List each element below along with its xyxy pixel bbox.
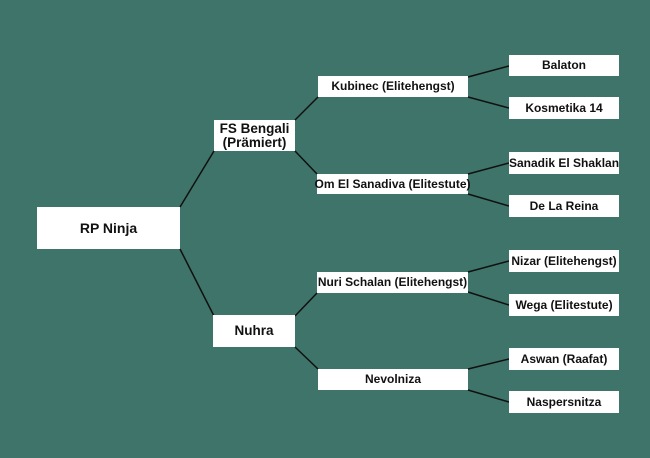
sd-sire-name: Sanadik El Shaklan: [508, 155, 620, 170]
ss-sire-box: Balaton: [509, 55, 619, 76]
ss-dam-name: Kosmetika 14: [525, 100, 603, 115]
dam-sire-name: Nuri Schalan (Elitehengst): [317, 275, 468, 289]
dam-sire-box: Nuri Schalan (Elitehengst): [317, 272, 468, 293]
connector-line: [467, 96, 510, 109]
connector-line: [467, 65, 510, 78]
ss-dam-box: Kosmetika 14: [509, 97, 619, 119]
connector-line: [294, 96, 319, 121]
subject-name: RP Ninja: [79, 219, 138, 236]
sd-dam-name: De La Reina: [529, 198, 599, 213]
dd-dam-name: Naspersnitza: [526, 394, 602, 409]
ds-sire-box: Nizar (Elitehengst): [509, 250, 619, 272]
dam-box: Nuhra: [213, 315, 295, 347]
dam-name: Nuhra: [234, 323, 274, 338]
sire-note: (Prämiert): [222, 134, 287, 150]
dd-dam-box: Naspersnitza: [509, 391, 619, 413]
ds-dam-box: Wega (Elitestute): [509, 294, 619, 316]
dam-dam-name: Nevolniza: [364, 372, 421, 386]
connector-line: [467, 260, 510, 273]
connector-line: [294, 292, 318, 317]
ds-dam-name: Wega (Elitestute): [515, 297, 613, 312]
connector-line: [294, 150, 318, 175]
sd-sire-box: Sanadik El Shaklan: [509, 152, 619, 174]
sire-sire-name: Kubinec (Elitehengst): [331, 79, 455, 93]
subject-box: RP Ninja: [37, 207, 180, 249]
connector-line: [467, 193, 510, 207]
ss-sire-name: Balaton: [541, 58, 586, 72]
connector-line: [467, 162, 510, 175]
sd-dam-box: De La Reina: [509, 195, 619, 217]
connector-line: [467, 358, 510, 370]
sire-dam-box: Om El Sanadiva (Elitestute): [314, 174, 471, 194]
sire-box: FS Bengali (Prämiert): [214, 120, 295, 151]
dd-sire-box: Aswan (Raafat): [509, 348, 619, 370]
connector-line: [467, 291, 510, 306]
sire-sire-box: Kubinec (Elitehengst): [318, 76, 468, 97]
dam-dam-box: Nevolniza: [318, 369, 468, 390]
connector-line: [179, 248, 215, 317]
sire-dam-name: Om El Sanadiva (Elitestute): [314, 176, 471, 191]
connector-line: [467, 389, 510, 403]
sire-name: FS Bengali: [219, 120, 290, 136]
ds-sire-name: Nizar (Elitehengst): [511, 253, 617, 268]
connector-line: [294, 346, 319, 370]
connector-line: [179, 150, 215, 208]
dd-sire-name: Aswan (Raafat): [520, 351, 608, 366]
